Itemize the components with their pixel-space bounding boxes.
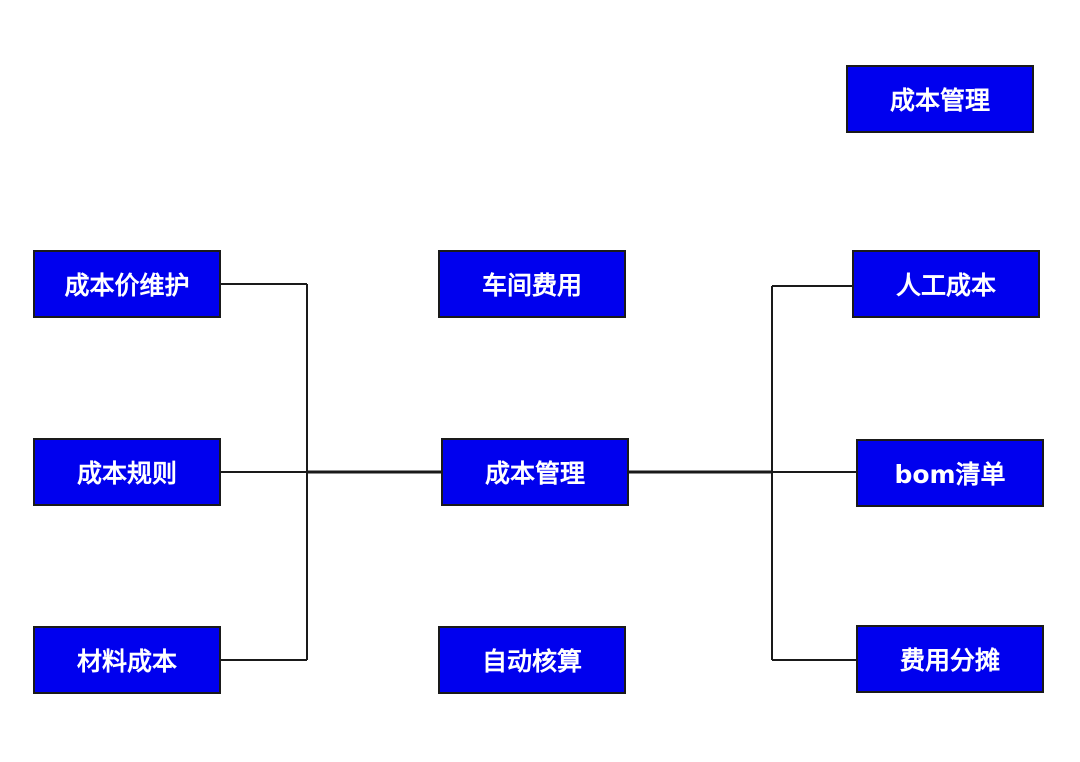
node-label: 成本规则	[76, 459, 177, 488]
node-expense-allocation[interactable]: 费用分摊	[856, 625, 1044, 693]
title-box-label: 成本管理	[889, 86, 990, 115]
node-label: 自动核算	[481, 647, 582, 676]
node-labor-cost[interactable]: 人工成本	[852, 250, 1040, 318]
node-cost-rules[interactable]: 成本规则	[33, 438, 221, 506]
node-label: 费用分摊	[899, 646, 1000, 675]
node-material-cost[interactable]: 材料成本	[33, 626, 221, 694]
node-bom-list[interactable]: bom清单	[856, 439, 1044, 507]
node-auto-accounting[interactable]: 自动核算	[438, 626, 626, 694]
title-box[interactable]: 成本管理	[846, 65, 1034, 133]
node-label: bom清单	[894, 460, 1006, 489]
node-cost-management-center[interactable]: 成本管理	[441, 438, 629, 506]
node-label: 车间费用	[481, 271, 582, 300]
node-label: 成本价维护	[64, 271, 190, 300]
node-label: 成本管理	[484, 459, 585, 488]
node-label: 人工成本	[895, 271, 996, 300]
node-workshop-expenses[interactable]: 车间费用	[438, 250, 626, 318]
node-cost-price-maintenance[interactable]: 成本价维护	[33, 250, 221, 318]
node-label: 材料成本	[76, 647, 177, 676]
